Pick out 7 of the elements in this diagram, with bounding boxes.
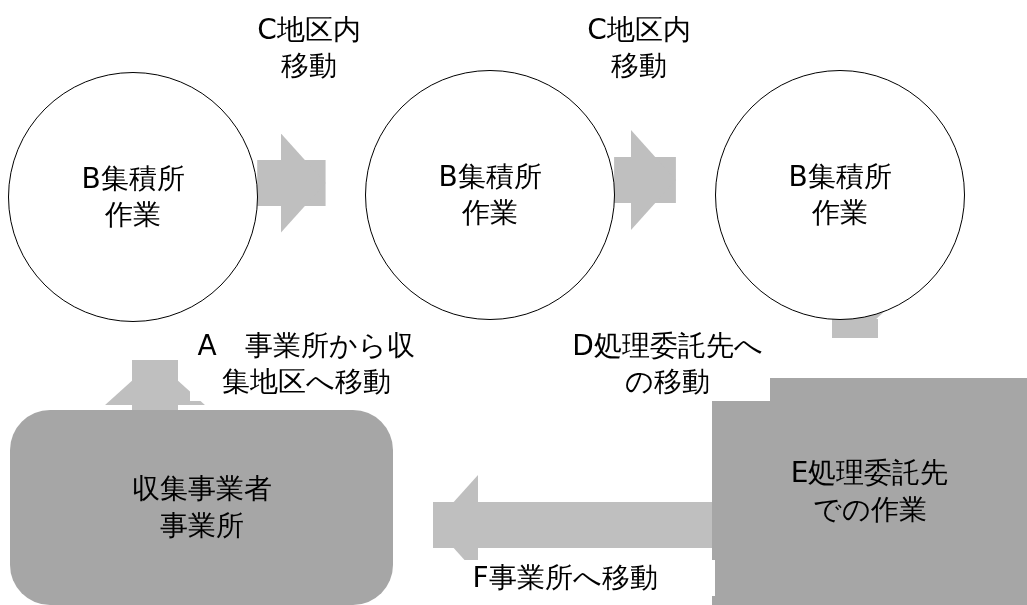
- office-box: 収集事業者事業所: [10, 410, 393, 605]
- block-arrow: [257, 133, 326, 233]
- block-arrow: [614, 130, 676, 230]
- process-box: E処理委託先での作業: [712, 378, 1027, 605]
- process-circle: B集積所作業: [715, 70, 965, 320]
- block-arrow: [105, 360, 205, 410]
- process-circle: B集積所作業: [8, 72, 258, 322]
